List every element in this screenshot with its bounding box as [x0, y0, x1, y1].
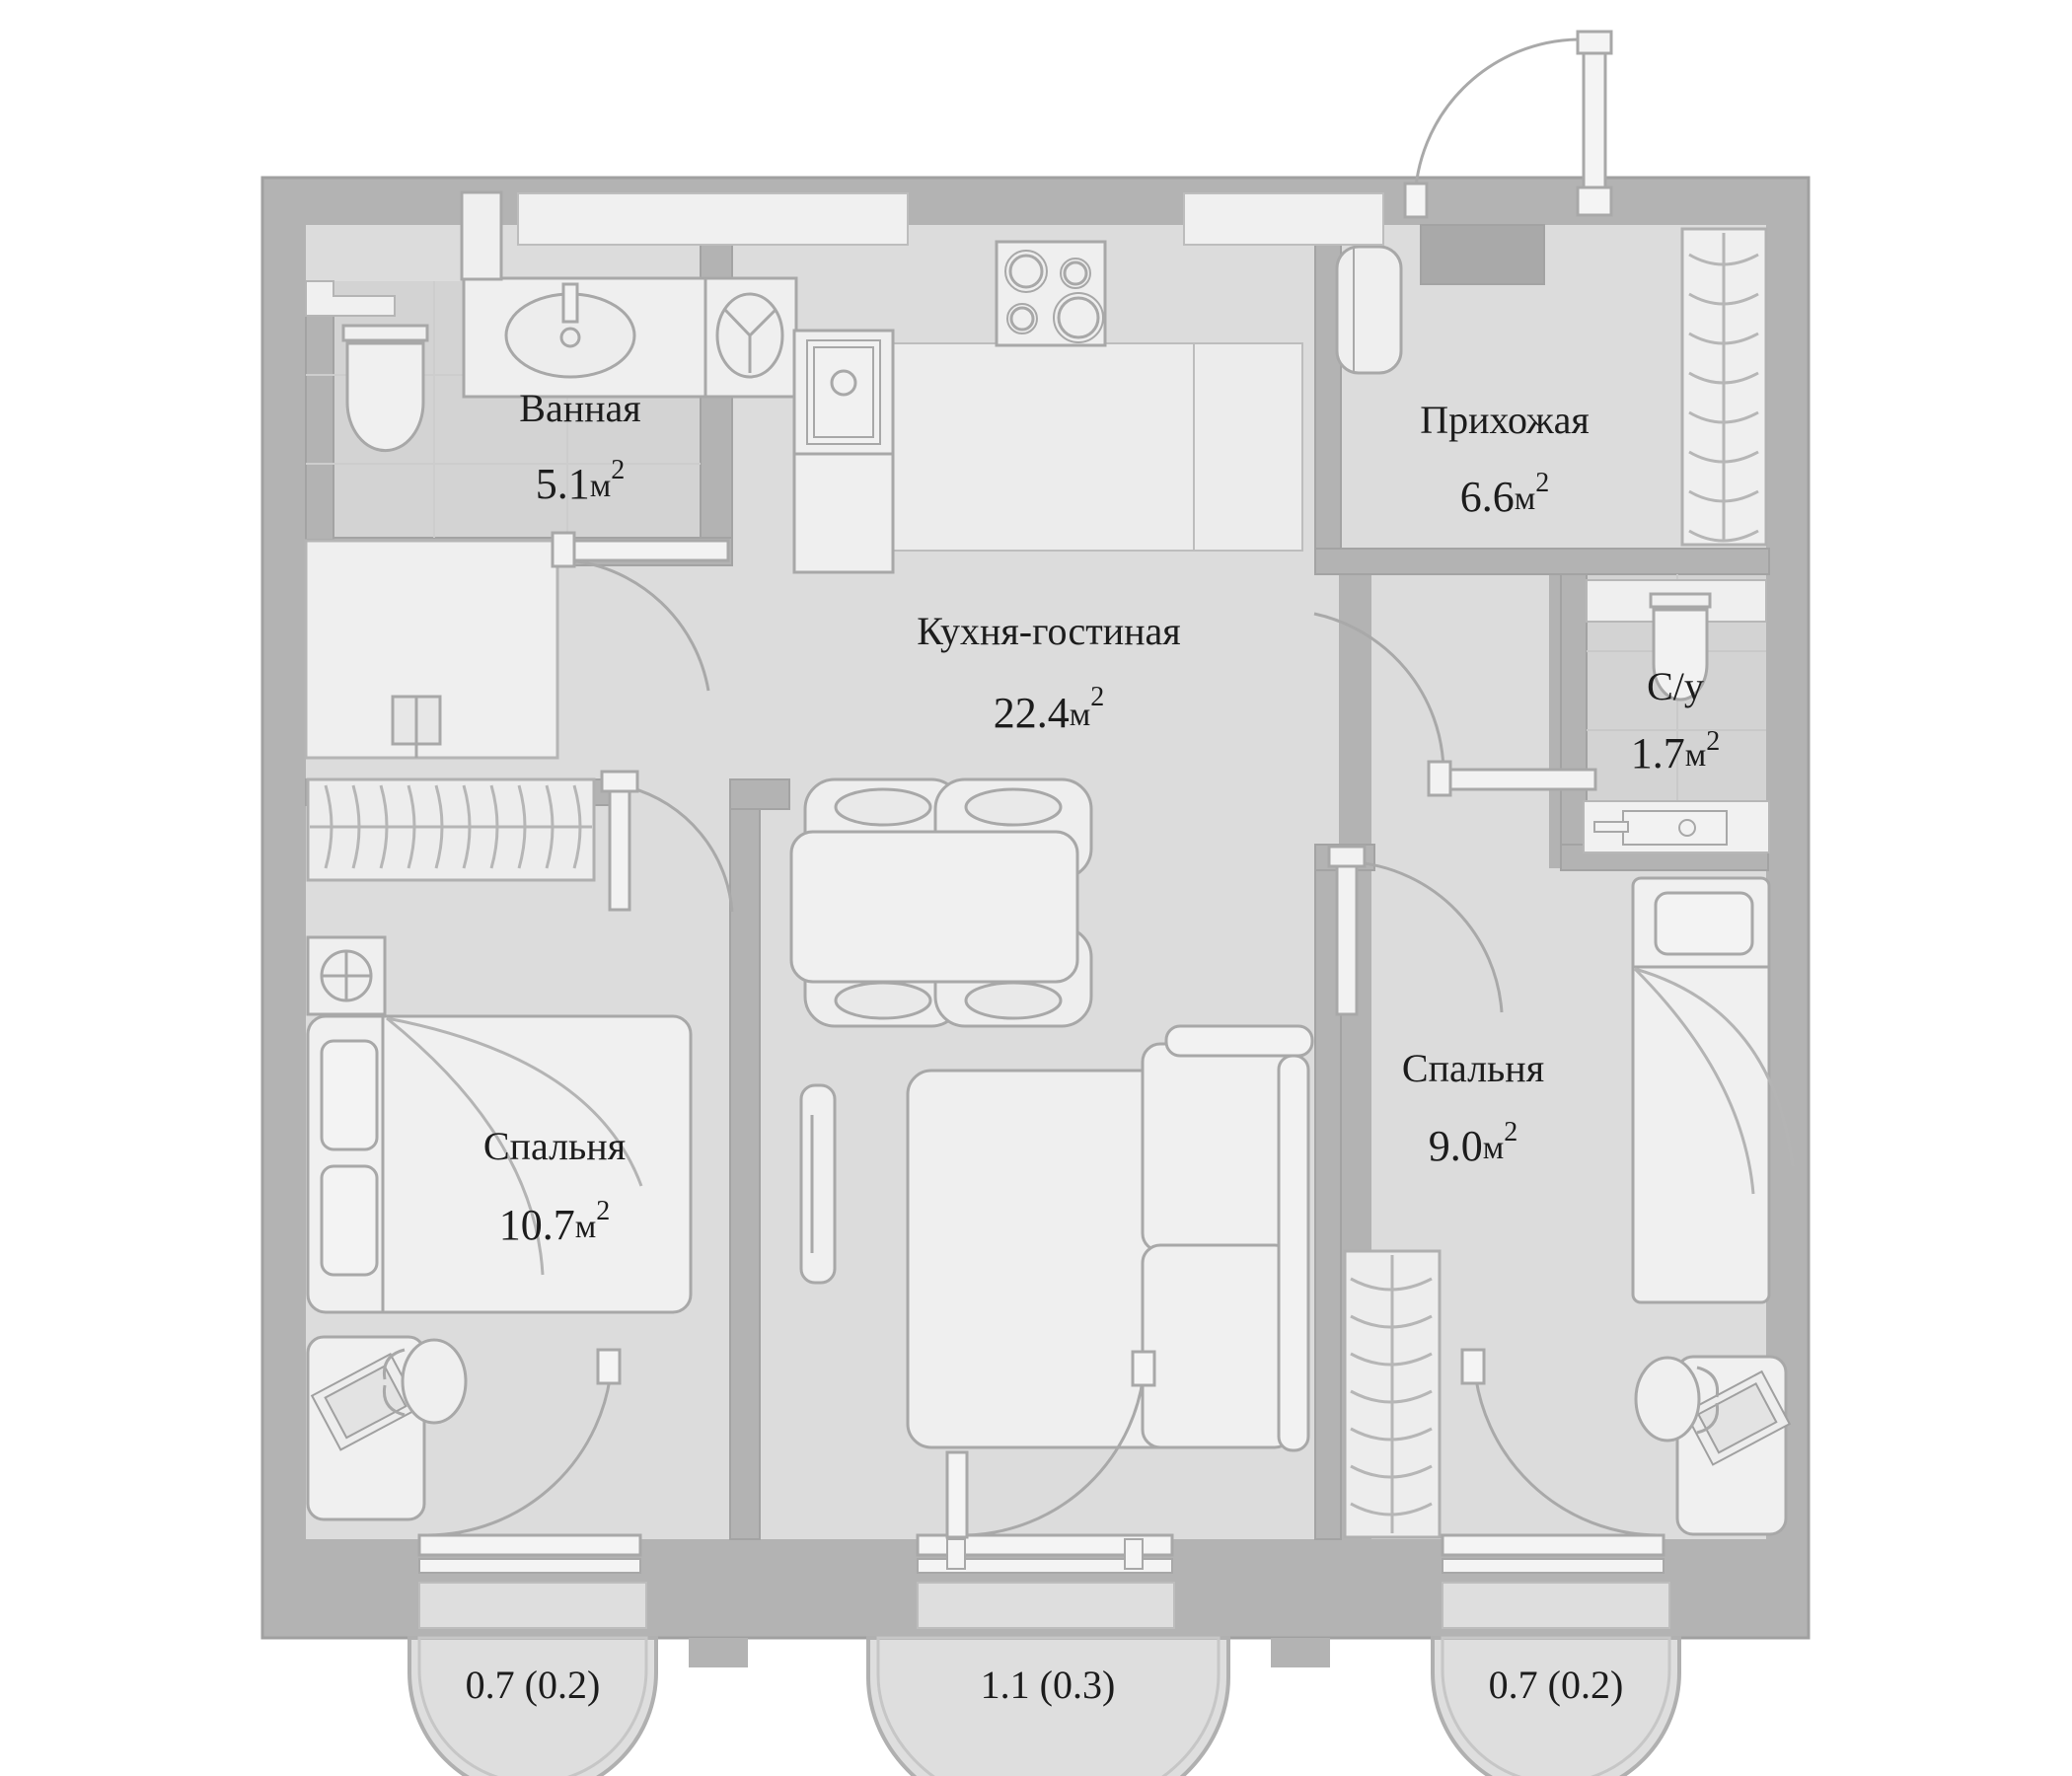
room-area-bedroom-left: 10.7м2: [499, 1196, 611, 1249]
balcony-door: [1442, 1582, 1670, 1629]
balcony-label-left: 0.7 (0.2): [466, 1663, 601, 1707]
laptop: [1683, 1369, 1792, 1466]
windows-top: [517, 192, 1384, 246]
room-label-bedroom-right: Спальня: [1402, 1046, 1544, 1090]
nightstand: [306, 935, 387, 1016]
room-area-wc: 1.7м2: [1631, 726, 1721, 777]
wall-nub: [1271, 1638, 1330, 1667]
stove-hob: [995, 240, 1107, 347]
room-area-kitchen: 22.4м2: [994, 682, 1105, 737]
balcony-right: 0.7 (0.2): [1431, 1348, 1681, 1776]
kitchen-living-room: Кухня-гостиная 22.4м2: [789, 240, 1403, 1452]
room-label-kitchen: Кухня-гостиная: [917, 609, 1180, 653]
interior-door: [551, 531, 730, 692]
hallway-room: Прихожая 6.6м2: [1420, 227, 1768, 547]
wardrobe-hanger-rail: [1343, 1249, 1442, 1539]
wardrobe-hanger-rail: [1680, 227, 1768, 547]
bathroom-room: Ванная 5.1м2: [304, 190, 798, 760]
sofa: [906, 1024, 1314, 1452]
interior-door: [600, 770, 734, 913]
dining-set: [789, 777, 1093, 1028]
toilet-bathroom: [341, 324, 429, 453]
room-label-bedroom-left: Спальня: [483, 1124, 626, 1168]
balcony-label-center: 1.1 (0.3): [981, 1663, 1116, 1707]
room-label-bathroom: Ванная: [519, 386, 640, 430]
balcony-door: [917, 1582, 1175, 1629]
toilet-wc: [1649, 592, 1712, 702]
dining-table: [789, 830, 1079, 984]
desk: [306, 1335, 468, 1521]
balcony-left: 0.7 (0.2): [407, 1348, 658, 1776]
bedroom-right-room: Спальня 9.0м2: [1343, 876, 1795, 1539]
entry-door: [1403, 30, 1613, 219]
bedroom-left-room: Спальня 10.7м2: [306, 777, 693, 1521]
pillow: [1654, 891, 1754, 956]
desk-chair: [1634, 1356, 1720, 1443]
laptop: [310, 1353, 421, 1451]
wall-nub: [689, 1638, 748, 1667]
wardrobe-hanger-rail: [306, 777, 596, 882]
balcony-center: 1.1 (0.3): [866, 1350, 1230, 1776]
desk-chair: [382, 1338, 468, 1425]
window: [517, 192, 909, 246]
bed-double: [306, 1014, 693, 1314]
room-label-hallway: Прихожая: [1420, 398, 1590, 442]
pillow: [320, 1164, 379, 1277]
interior-door: [1313, 612, 1597, 797]
balcony-label-right: 0.7 (0.2): [1489, 1663, 1624, 1707]
room-area-hallway: 6.6м2: [1460, 468, 1550, 521]
bed-single: [1631, 876, 1795, 1304]
pillow: [320, 1039, 379, 1151]
room-label-wc: С/у: [1647, 664, 1704, 708]
window: [1183, 192, 1384, 246]
shaft-hatch: [460, 190, 503, 281]
tv-unit: [799, 1083, 837, 1285]
oven-column: [792, 329, 895, 574]
balcony-door: [418, 1582, 647, 1629]
room-area-bedroom-right: 9.0м2: [1429, 1117, 1518, 1170]
interior-door: [1327, 845, 1504, 1016]
wc-room: С/у 1.7м2: [1583, 574, 1770, 853]
wc-washbasin: [1583, 800, 1770, 853]
balconies: 0.7 (0.2) 1.1 (0.3) 0.7 (0.2): [407, 1348, 1681, 1776]
desk: [1634, 1355, 1792, 1536]
interior-doors: [551, 531, 1597, 1016]
room-area-bathroom: 5.1м2: [536, 455, 626, 508]
fridge: [1335, 245, 1403, 375]
faucet-icon: [561, 282, 579, 324]
